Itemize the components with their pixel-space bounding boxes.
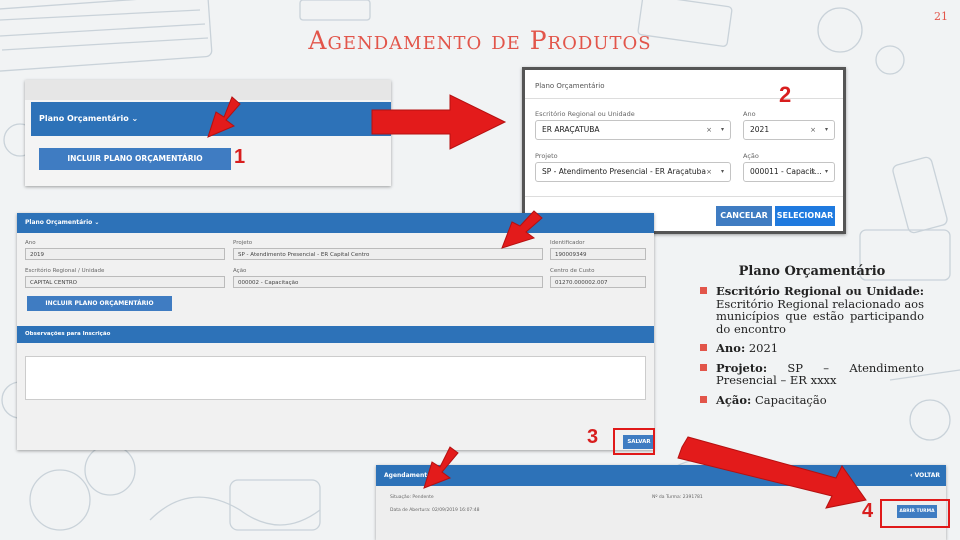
- form-acao-label: Ação: [233, 268, 247, 274]
- step-number-4: 4: [862, 500, 874, 522]
- form-escritorio-label: Escritório Regional / Unidade: [25, 268, 105, 274]
- projeto-label: Projeto: [535, 152, 558, 160]
- plano-orcamentario-dialog: Plano Orçamentário Escritório Regional o…: [522, 67, 846, 234]
- voltar-link[interactable]: ‹ VOLTAR: [910, 472, 940, 479]
- cancelar-button[interactable]: CANCELAR: [716, 206, 772, 226]
- page-number: 21: [934, 10, 948, 23]
- chevron-down-icon: ▾: [720, 168, 724, 175]
- acao-value: 000011 - Capacit...: [750, 167, 822, 176]
- escritorio-select[interactable]: ER ARAÇATUBA × ▾: [535, 120, 731, 140]
- form-header[interactable]: Plano Orçamentário ⌄: [17, 213, 654, 233]
- ano-select[interactable]: 2021 × ▾: [743, 120, 835, 140]
- turma-text: Nº da Turma: 2391781: [652, 495, 703, 500]
- clear-icon[interactable]: ×: [810, 168, 816, 176]
- abrir-turma-highlight: [880, 499, 950, 528]
- panel-top-strip: [25, 80, 391, 100]
- salvar-button[interactable]: SALVAR: [623, 435, 655, 449]
- chevron-down-icon: ▾: [824, 168, 828, 175]
- form-ano-field[interactable]: 2019: [25, 248, 225, 260]
- salvar-highlight: [613, 428, 655, 455]
- agendamento-header: Agendamento d ‹ VOLTAR: [376, 465, 946, 486]
- form-ano-label: Ano: [25, 240, 36, 246]
- ano-label: Ano: [743, 110, 756, 118]
- obs-header-label: Observações para Inscrição: [25, 331, 111, 337]
- acao-select[interactable]: 000011 - Capacit... × ▾: [743, 162, 835, 182]
- clear-icon[interactable]: ×: [706, 126, 712, 134]
- projeto-value: SP - Atendimento Presencial - ER Araçatu…: [542, 167, 706, 176]
- item-label: Ano:: [716, 341, 746, 355]
- item-text: Escritório Regional relacionado aos muni…: [716, 296, 924, 336]
- dialog-title: Plano Orçamentário: [535, 82, 605, 90]
- clear-icon[interactable]: ×: [706, 168, 712, 176]
- info-list: Plano Orçamentário Escritório Regional o…: [700, 264, 924, 413]
- list-item: Projeto: SP – Atendimento Presencial – E…: [700, 360, 924, 387]
- acao-label: Ação: [743, 152, 759, 160]
- form-projeto-field[interactable]: SP - Atendimento Presencial - ER Capital…: [233, 248, 543, 260]
- agendamento-title: Agendamento d: [384, 472, 438, 479]
- form-incluir-button[interactable]: INCLUIR PLANO ORÇAMENTÁRIO: [27, 296, 172, 311]
- form-centro-field[interactable]: 01270.000002.007: [550, 276, 646, 288]
- situacao-text: Situação: Pendente: [390, 495, 434, 500]
- item-label: Ação:: [716, 392, 752, 407]
- agendamento-panel: Agendamento d ‹ VOLTAR Situação: Pendent…: [376, 465, 946, 540]
- panel-header[interactable]: Plano Orçamentário ⌄: [31, 102, 391, 136]
- chevron-down-icon: ▾: [720, 126, 724, 133]
- dialog-footer-divider: [525, 196, 843, 197]
- item-label: Projeto:: [716, 360, 768, 375]
- item-text: SP – Atendimento Presencial – ER xxxx: [716, 360, 924, 387]
- data-abertura-text: Data de Abertura: 02/09/2019 16:07:48: [390, 508, 480, 513]
- selecionar-button[interactable]: SELECIONAR: [775, 206, 835, 226]
- form-projeto-label: Projeto: [233, 240, 253, 246]
- form-identificador-label: Identificador: [550, 240, 585, 246]
- page-title: Agendamento de Produtos: [308, 26, 652, 55]
- dialog-divider: [525, 98, 843, 99]
- panel-header-label: Plano Orçamentário ⌄: [39, 114, 139, 123]
- escritorio-value: ER ARAÇATUBA: [542, 125, 600, 134]
- obs-textarea[interactable]: [25, 356, 646, 400]
- incluir-plano-orcamentario-button[interactable]: INCLUIR PLANO ORÇAMENTÁRIO: [39, 148, 231, 170]
- list-item: Ação: Capacitação: [700, 392, 924, 407]
- info-heading: Plano Orçamentário: [738, 264, 886, 279]
- form-header-label: Plano Orçamentário ⌄: [25, 219, 100, 226]
- form-centro-label: Centro de Custo: [550, 268, 595, 274]
- plano-orcamentario-panel: Plano Orçamentário ⌄ INCLUIR PLANO ORÇAM…: [25, 80, 391, 186]
- obs-header: Observações para Inscrição: [17, 326, 654, 343]
- step-number-3: 3: [587, 426, 599, 448]
- clear-icon[interactable]: ×: [810, 126, 816, 134]
- form-escritorio-field[interactable]: CAPITAL CENTRO: [25, 276, 225, 288]
- list-item: Escritório Regional ou Unidade: Escritór…: [700, 285, 924, 335]
- step-number-1: 1: [234, 146, 246, 168]
- list-item: Ano: 2021: [700, 342, 924, 355]
- escritorio-label: Escritório Regional ou Unidade: [535, 110, 635, 118]
- form-identificador-field[interactable]: 190009349: [550, 248, 646, 260]
- abrir-turma-button[interactable]: ABRIR TURMA: [897, 505, 937, 518]
- plano-form-panel: Plano Orçamentário ⌄ Ano 2019 Projeto SP…: [17, 213, 655, 450]
- item-text: 2021: [745, 341, 779, 355]
- step-number-2: 2: [779, 82, 792, 107]
- form-acao-field[interactable]: 000002 - Capacitação: [233, 276, 543, 288]
- item-text: Capacitação: [751, 392, 827, 407]
- projeto-select[interactable]: SP - Atendimento Presencial - ER Araçatu…: [535, 162, 731, 182]
- item-label: Escritório Regional ou Unidade:: [716, 284, 924, 298]
- chevron-down-icon: ▾: [824, 126, 828, 133]
- ano-value: 2021: [750, 125, 770, 134]
